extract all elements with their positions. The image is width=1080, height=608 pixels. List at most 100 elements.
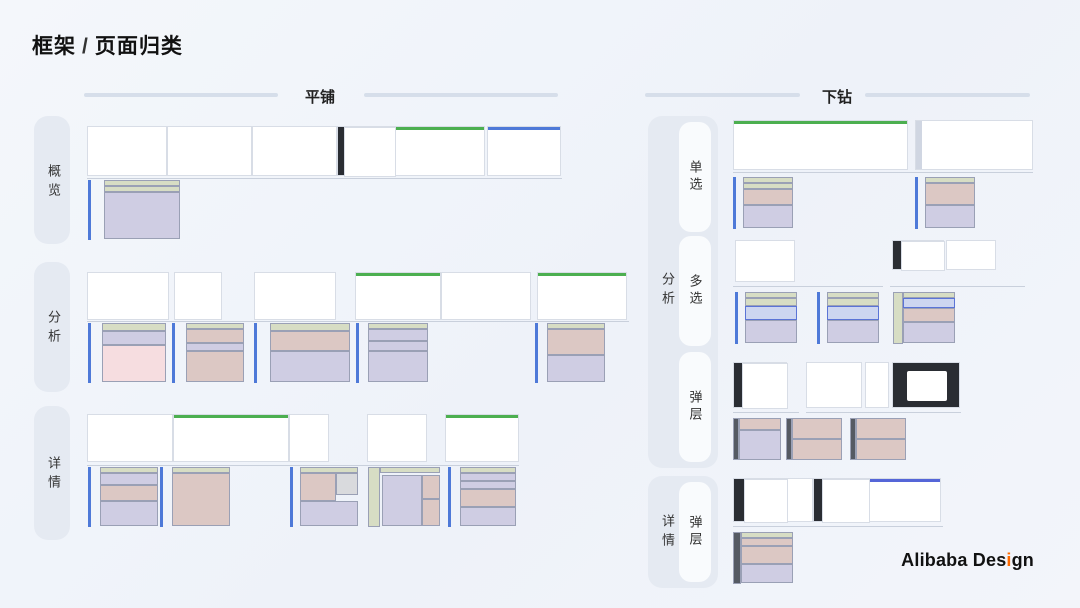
multi-select-wf2-header [827,292,879,298]
popup-wf2-sidebar [786,418,792,460]
multi-select-wf3-sidebar [893,292,903,344]
overview-wf-content [104,192,180,239]
title-separator: / [82,35,89,58]
detail-wf3-main [300,473,336,501]
detail-wf1-info [100,473,158,485]
drill-sub-multi-select: 多选 [679,236,711,346]
analysis-shot-5 [441,272,531,320]
analysis-wf3-chart [270,331,350,351]
single-select-wireframe-2 [915,177,977,229]
popup-wf3-sidebar [850,418,856,460]
detail-screenshot-strip [87,414,519,466]
row-label-detail-text: 详情 [46,456,61,494]
analysis-shot-4-topbar [356,273,440,276]
title-part1: 框架 [32,35,76,58]
detail-popup-shot-1 [733,478,788,523]
detail-popup-baseline [733,526,943,527]
overview-wireframe [88,180,182,240]
drill-group-detail-label: 详情 [660,514,675,552]
analysis-wf2-accent [172,323,175,383]
popup-wireframe-2 [786,418,842,460]
multi-select-wf2-selection [827,306,879,320]
popup-baseline-b [806,412,961,413]
multi-select-wf1-filter [745,298,797,306]
multi-select-wireframe-2 [817,292,881,344]
analysis-screenshot-strip [87,272,629,322]
row-label-analysis: 分析 [34,262,70,392]
multi-select-wf1-selection [745,306,797,320]
single-select-wf2-accent [915,177,918,229]
detail-wireframe-1 [88,467,160,527]
analysis-wf3-header [270,323,350,331]
multi-select-shot-1 [735,240,795,282]
detail-popup-wireframe [733,532,795,584]
single-select-wf1-table [743,205,793,228]
drill-group-analysis: 分析 单选 多选 弹层 [648,116,718,468]
multi-select-wf1-table [745,320,797,343]
analysis-wf5-table [547,355,605,382]
single-select-wf1-filter [743,183,793,189]
detail-popup-wf-header [741,532,793,538]
section-divider-right-b [865,93,1030,97]
analysis-wf3-accent [254,323,257,383]
analysis-wf4-filter [368,341,428,351]
detail-shot-3 [289,414,329,462]
popup-shot-1-inner [742,363,788,409]
overview-wf-accent [88,180,91,240]
analysis-wf5-accent [535,323,538,383]
single-select-wf2-chart [925,183,975,205]
detail-wf4-aside-top [422,475,440,499]
popup-wf1-sidebar [733,418,739,460]
analysis-shot-4 [355,272,441,320]
detail-wf1-table [100,501,158,526]
multi-select-wf2-filter [827,298,879,306]
detail-wf4-header [380,467,440,473]
analysis-wf1-header [102,323,166,331]
detail-popup-wf-table [741,564,793,583]
overview-shot-6-topbar [488,127,560,130]
overview-shot-1 [87,126,167,176]
overview-shot-5 [395,126,485,176]
popup-shot-2 [806,362,862,408]
detail-wf3-table [300,501,358,526]
multi-select-baseline-a [733,286,883,287]
section-divider-right-a [645,93,800,97]
detail-wireframe-2 [160,467,232,527]
drill-group-analysis-label: 分析 [660,272,675,310]
detail-wf1-accent [88,467,91,527]
popup-wireframe-3 [850,418,906,460]
single-select-wf2-header [925,177,975,183]
drill-sub-popup-label: 弹层 [687,390,703,424]
single-select-wf2-table [925,205,975,228]
analysis-wf3-table [270,351,350,382]
analysis-wf4-table [368,351,428,382]
analysis-wf2-filter [186,343,244,351]
row-label-overview-text: 概览 [46,164,61,202]
analysis-shot-1 [87,272,169,320]
multi-select-wf3-header [903,292,955,298]
title-part2: 页面归类 [94,35,183,58]
popup-wf3-bottom [856,439,906,460]
detail-wireframe-3 [290,467,360,527]
detail-wireframe-4 [368,467,442,527]
detail-popup-shot-2 [787,478,813,522]
analysis-wf2-header [186,323,244,329]
multi-select-wf2-table [827,320,879,343]
overview-wf-header [104,180,180,186]
multi-select-baseline-b [890,286,1025,287]
analysis-wireframe-4 [356,323,430,383]
overview-shot-5-topbar [396,127,484,130]
popup-shot-4 [892,362,960,408]
detail-shot-5 [445,414,519,462]
row-label-analysis-text: 分析 [46,310,61,348]
detail-wf5-accent [448,467,451,527]
detail-wf5-tabs [460,473,516,481]
detail-popup-shot-3 [813,478,870,523]
detail-wf4-main [382,475,422,526]
row-label-overview: 概览 [34,116,70,244]
drill-sub-single-select-label: 单选 [687,160,703,194]
detail-popup-wf-sidebar [733,532,741,584]
popup-shot-3 [865,362,889,408]
logo-text-dot: i [1006,550,1012,570]
detail-wf4-sidebar [368,467,380,527]
